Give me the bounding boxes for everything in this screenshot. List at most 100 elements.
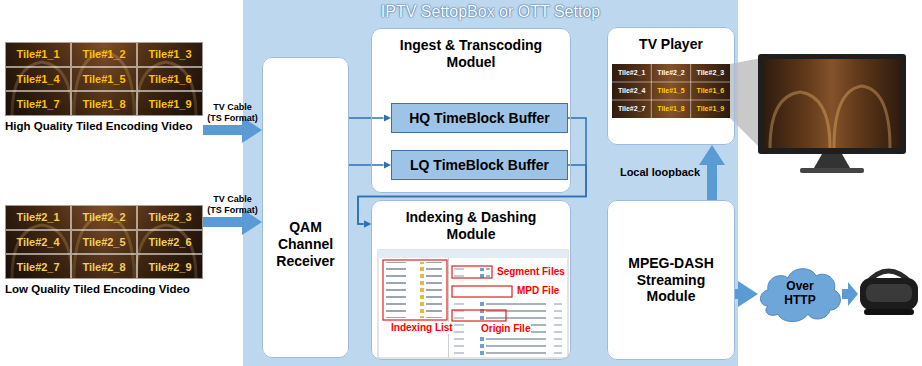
node-text: IPTV SettopBox or OTT Settop xyxy=(243,0,738,21)
callout-box xyxy=(452,310,506,321)
tile-label: Tile#1_6 xyxy=(691,82,730,100)
tile-box: Tile#1_1 xyxy=(5,42,71,67)
tile-box: Tile#1_2 xyxy=(71,42,137,67)
arrow-connector xyxy=(203,217,242,227)
tile-label: Tile#2_2 xyxy=(651,64,690,82)
callout-label: Indexing List xyxy=(390,322,454,334)
tile-label: Tile#1_8 xyxy=(651,100,690,118)
tile-grid xyxy=(612,64,730,118)
node-text: Tile#2_9 xyxy=(148,261,191,273)
module-box: Ingest & Transcoding Moduel HQ TimeBlock … xyxy=(371,28,571,193)
callout-box xyxy=(452,266,492,278)
module-box: Indexing & Dashing Module xyxy=(371,200,571,360)
edge-label: TV Cable (TS Format) xyxy=(207,102,259,123)
buffer-box: HQ TimeBlock Buffer xyxy=(391,103,568,133)
headset-body xyxy=(860,278,918,310)
callout-box xyxy=(383,260,447,320)
node-text: Tile#1_2 xyxy=(82,48,125,60)
tile-box: Tile#1_6 xyxy=(137,67,203,92)
tile-label: Tile#2_4 xyxy=(612,82,651,100)
node-text: TV Player xyxy=(639,36,703,53)
arrow-connector xyxy=(349,117,384,119)
box-fill xyxy=(607,27,735,145)
tile-label: Tile#1_9 xyxy=(691,100,730,118)
node-text: Tile#2_6 xyxy=(148,236,191,248)
tile-box: Tile#2_1 xyxy=(5,205,71,230)
tile-box: Tile#2_5 xyxy=(71,230,137,255)
tile-box: Tile#2_3 xyxy=(137,205,203,230)
node-text: Tile#1_9 xyxy=(148,98,191,110)
node-text: LQ TimeBlock Buffer xyxy=(410,157,549,173)
node-text: Tile#1_7 xyxy=(16,98,59,110)
video-frame: High Quality Tiled Encoding Video Tile#1_… xyxy=(5,42,203,140)
arrow-connector xyxy=(707,165,717,200)
tile-label: Tile#2_1 xyxy=(612,64,651,82)
node-text: Tile#1_6 xyxy=(148,73,191,85)
tile-box: Tile#1_4 xyxy=(5,67,71,92)
tile-box: Tile#1_9 xyxy=(137,91,203,116)
node-text: QAM Channel Receiver xyxy=(269,219,342,269)
tile-label: Tile#2_3 xyxy=(691,64,730,82)
callout-label: Segment Files xyxy=(496,266,566,278)
node-text: Tile#1_5 xyxy=(82,73,125,85)
player-frame xyxy=(612,64,730,118)
node-text: Tile#2_2 xyxy=(82,211,125,223)
node-text: Low Quality Tiled Encoding Video xyxy=(5,283,203,295)
tile-box: Tile#2_8 xyxy=(71,254,137,279)
node-text: Tile#2_4 xyxy=(16,236,59,248)
settop-panel: IPTV SettopBox or OTT SettopQAM Channel … xyxy=(243,0,738,366)
tile-label: Tile#2_7 xyxy=(612,100,651,118)
screenshot xyxy=(378,250,568,358)
tile-box: Tile#1_5 xyxy=(71,67,137,92)
hq-panorama xyxy=(5,42,203,116)
callout-box xyxy=(452,286,512,297)
monitor xyxy=(758,54,906,173)
module-box: MPEG-DASH Streaming Module xyxy=(607,200,735,360)
arrow-head xyxy=(848,282,858,306)
vr-headset xyxy=(860,271,918,315)
node-text: MPEG-DASH Streaming Module xyxy=(621,255,721,305)
tile-box: Tile#1_3 xyxy=(137,42,203,67)
panorama-shade xyxy=(5,42,203,116)
edge-label: TV Cable (TS Format) xyxy=(207,194,259,215)
node-text: Tile#2_7 xyxy=(16,261,59,273)
tile-label: Tile#1_5 xyxy=(651,82,690,100)
edge-label: Local loopback xyxy=(620,166,700,179)
node-text: High Quality Tiled Encoding Video xyxy=(5,120,203,132)
module-box: TV Player xyxy=(607,27,735,145)
box-fill xyxy=(607,200,735,360)
monitor-bezel xyxy=(758,54,906,154)
screenshot-toolbar xyxy=(378,250,568,258)
tile-box: Tile#2_7 xyxy=(5,254,71,279)
node-text: Tile#2_1 xyxy=(16,211,59,223)
panorama-image xyxy=(5,42,203,116)
callout-label: Origin File xyxy=(480,323,531,335)
node-text: Ingest & Transcoding Moduel xyxy=(386,37,556,71)
tile-box: Tile#1_8 xyxy=(71,91,137,116)
arrow-shaft xyxy=(842,289,848,299)
box-fill xyxy=(262,57,349,358)
tile-box: Tile#2_2 xyxy=(71,205,137,230)
box-fill xyxy=(371,200,571,360)
arrow-connector xyxy=(203,125,242,135)
node-text: Indexing & Dashing Module xyxy=(386,209,556,243)
file-rows xyxy=(454,268,490,278)
tile-box: Tile#2_6 xyxy=(137,230,203,255)
tv-player-view xyxy=(612,64,730,118)
headset-visor xyxy=(866,284,912,302)
node-text: HQ TimeBlock Buffer xyxy=(409,110,550,126)
tile-box: Tile#1_7 xyxy=(5,91,71,116)
http-arrow xyxy=(842,282,858,306)
node-text: Tile#1_1 xyxy=(16,48,59,60)
node-text: Over HTTP xyxy=(775,280,825,308)
monitor-base xyxy=(800,168,864,173)
tile-box: Tile#2_4 xyxy=(5,230,71,255)
node-text: Tile#2_3 xyxy=(148,211,191,223)
cloud-outline-path xyxy=(761,269,841,322)
node-text: Tile#2_5 xyxy=(82,236,125,248)
node-text: Tile#1_3 xyxy=(148,48,191,60)
file-rows xyxy=(454,300,562,356)
screen-arches xyxy=(770,86,890,148)
